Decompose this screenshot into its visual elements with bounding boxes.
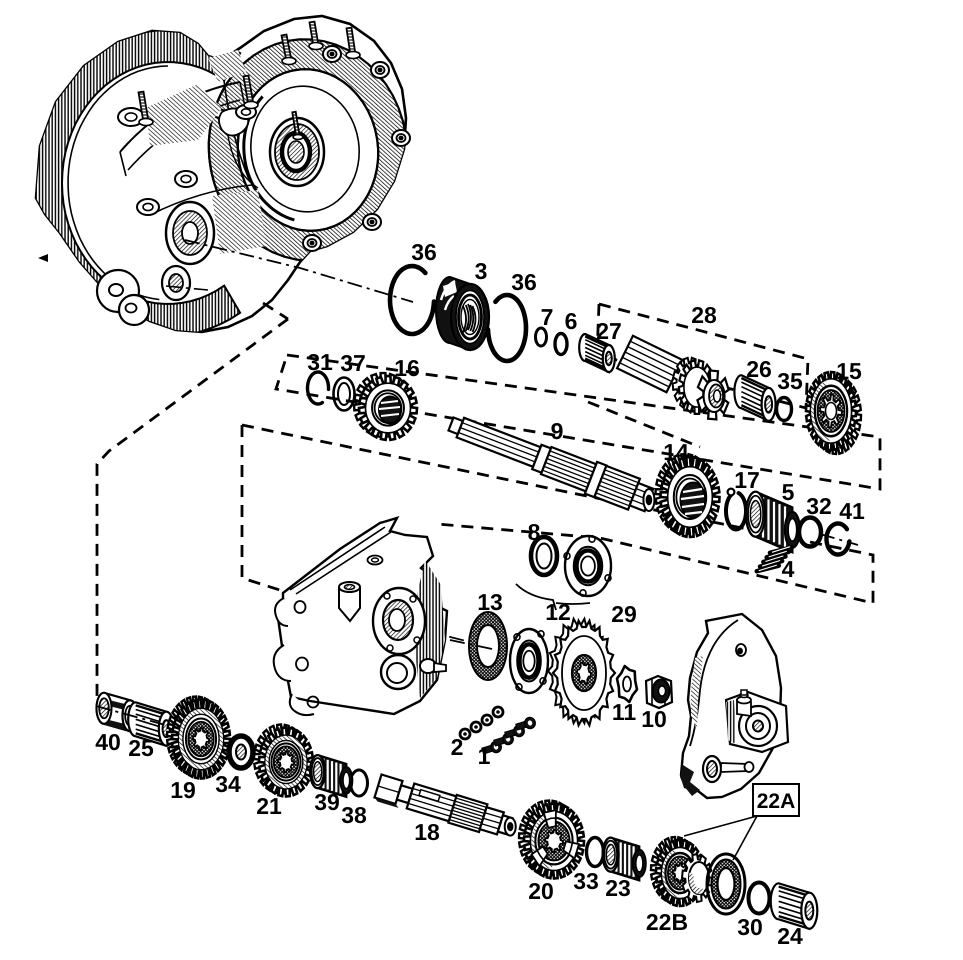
svg-text:1: 1 [478, 743, 491, 769]
svg-text:6: 6 [565, 308, 578, 334]
svg-text:4: 4 [782, 556, 795, 582]
svg-text:22A: 22A [757, 790, 796, 813]
svg-text:3: 3 [475, 258, 488, 284]
svg-text:17: 17 [734, 467, 760, 493]
svg-text:10: 10 [641, 706, 667, 732]
svg-text:33: 33 [573, 868, 599, 894]
svg-text:20: 20 [528, 878, 554, 904]
svg-text:13: 13 [477, 589, 503, 615]
svg-text:31: 31 [307, 349, 333, 375]
svg-text:23: 23 [605, 875, 631, 901]
svg-text:35: 35 [777, 368, 803, 394]
svg-text:27: 27 [596, 318, 622, 344]
svg-text:18: 18 [414, 819, 440, 845]
svg-text:26: 26 [746, 356, 772, 382]
svg-text:16: 16 [394, 355, 420, 381]
svg-text:8: 8 [528, 519, 541, 545]
svg-text:34: 34 [215, 771, 241, 797]
svg-text:36: 36 [411, 239, 437, 265]
svg-text:24: 24 [777, 923, 803, 949]
svg-text:36: 36 [511, 269, 537, 295]
svg-text:38: 38 [341, 802, 367, 828]
svg-text:29: 29 [611, 601, 637, 627]
svg-text:32: 32 [806, 493, 832, 519]
svg-text:12: 12 [545, 599, 571, 625]
svg-text:15: 15 [836, 358, 862, 384]
svg-text:19: 19 [170, 777, 196, 803]
svg-text:22B: 22B [646, 909, 688, 935]
svg-text:2: 2 [451, 734, 464, 760]
svg-text:11: 11 [612, 699, 637, 725]
svg-text:30: 30 [737, 914, 763, 940]
svg-text:39: 39 [314, 789, 340, 815]
svg-text:28: 28 [691, 302, 717, 328]
svg-text:21: 21 [256, 793, 282, 819]
svg-text:41: 41 [839, 498, 865, 524]
svg-text:25: 25 [128, 735, 154, 761]
svg-text:37: 37 [340, 350, 366, 376]
svg-text:14: 14 [663, 439, 689, 465]
svg-text:5: 5 [782, 479, 795, 505]
svg-text:9: 9 [551, 418, 564, 444]
svg-text:40: 40 [95, 729, 121, 755]
svg-text:7: 7 [541, 304, 554, 330]
